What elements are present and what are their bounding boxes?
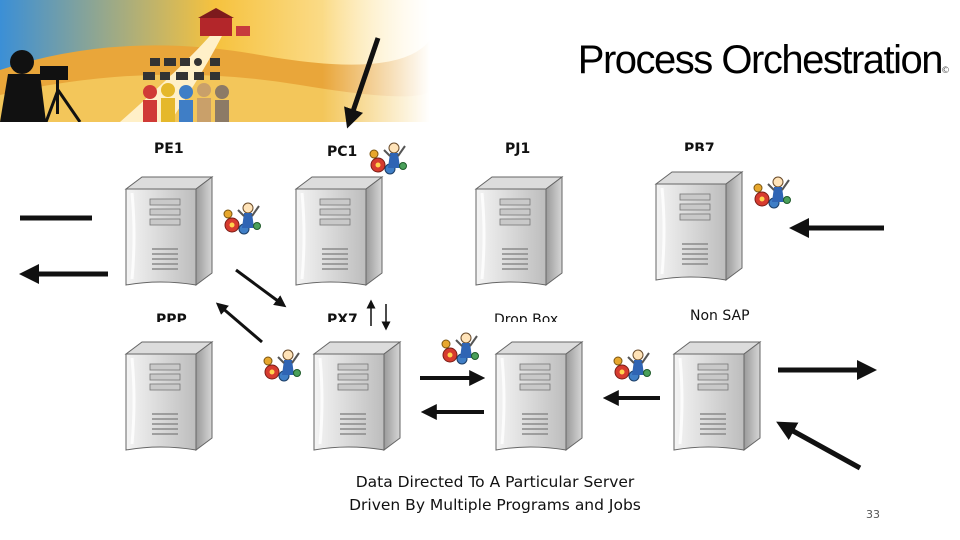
arrow-icon xyxy=(350,38,378,120)
arrow-icon xyxy=(220,306,262,342)
arrow-icon xyxy=(784,426,860,468)
diagram-caption: Data Directed To A Particular Server Dri… xyxy=(330,471,660,517)
caption-line-2: Driven By Multiple Programs and Jobs xyxy=(330,494,660,517)
arrow-icon xyxy=(236,270,282,304)
page-number: 33 xyxy=(866,508,880,521)
caption-line-1: Data Directed To A Particular Server xyxy=(330,471,660,494)
